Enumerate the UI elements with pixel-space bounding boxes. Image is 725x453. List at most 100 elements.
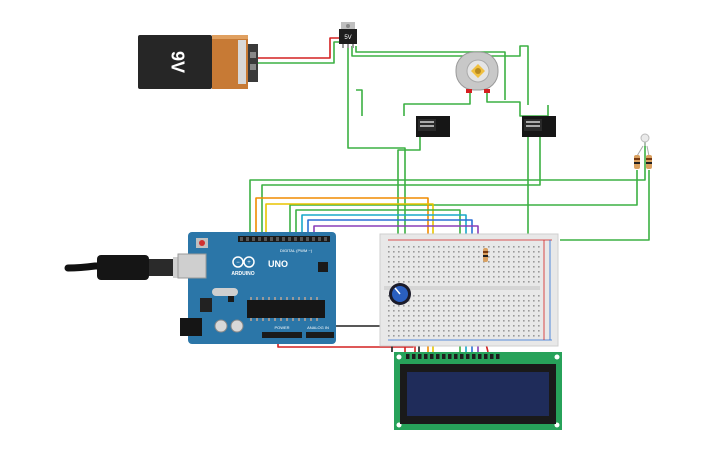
atmega-pins xyxy=(250,297,318,321)
lcd-pin xyxy=(478,354,482,359)
breadboard-hole xyxy=(498,305,500,307)
breadboard-hole xyxy=(528,305,530,307)
breadboard-hole xyxy=(488,330,490,332)
breadboard-hole xyxy=(533,281,535,283)
breadboard-hole xyxy=(538,305,540,307)
breadboard-hole xyxy=(518,246,520,248)
breadboard-hole xyxy=(418,295,420,297)
breadboard-hole xyxy=(538,320,540,322)
breadboard-hole xyxy=(393,266,395,268)
breadboard-hole xyxy=(488,261,490,263)
breadboard-hole xyxy=(398,281,400,283)
breadboard-hole xyxy=(508,330,510,332)
breadboard-hole xyxy=(503,266,505,268)
breadboard-hole xyxy=(518,305,520,307)
breadboard-hole xyxy=(418,271,420,273)
breadboard-hole xyxy=(498,256,500,258)
breadboard-hole xyxy=(418,266,420,268)
breadboard-hole xyxy=(533,246,535,248)
breadboard-hole xyxy=(458,261,460,263)
battery[interactable]: 9V xyxy=(138,35,258,89)
breadboard-hole xyxy=(438,315,440,317)
breadboard-hole xyxy=(508,320,510,322)
breadboard-hole xyxy=(463,276,465,278)
breadboard-hole xyxy=(478,271,480,273)
breadboard-hole xyxy=(413,310,415,312)
wire-led-2 xyxy=(560,170,650,241)
svg-text:+: + xyxy=(247,260,251,266)
wire-battery-black xyxy=(258,41,340,64)
breadboard-hole xyxy=(393,315,395,317)
breadboard-hole xyxy=(428,320,430,322)
breadboard-hole xyxy=(513,256,515,258)
breadboard-hole xyxy=(468,335,470,337)
breadboard-hole xyxy=(413,276,415,278)
breadboard-hole xyxy=(523,325,525,327)
breadboard-hole xyxy=(503,281,505,283)
breadboard-hole xyxy=(428,281,430,283)
breadboard-hole xyxy=(538,300,540,302)
breadboard-hole xyxy=(418,276,420,278)
breadboard-hole xyxy=(438,271,440,273)
breadboard-hole xyxy=(428,315,430,317)
breadboard-hole xyxy=(458,335,460,337)
voltage-regulator[interactable]: 5V xyxy=(339,22,357,48)
breadboard-hole xyxy=(538,315,540,317)
breadboard-hole xyxy=(463,325,465,327)
relay-1[interactable] xyxy=(416,116,450,137)
breadboard-hole xyxy=(538,266,540,268)
breadboard-hole xyxy=(443,266,445,268)
digital-label: DIGITAL (PWM ~) xyxy=(280,248,313,253)
breadboard-hole xyxy=(503,325,505,327)
breadboard-hole xyxy=(538,325,540,327)
breadboard-hole xyxy=(478,325,480,327)
potentiometer[interactable] xyxy=(389,283,411,305)
lcd-display[interactable] xyxy=(394,352,562,430)
breadboard-hole xyxy=(413,335,415,337)
wire-reg-out-1 xyxy=(347,46,406,240)
breadboard-hole xyxy=(483,276,485,278)
breadboard-hole xyxy=(528,335,530,337)
breadboard-hole xyxy=(483,246,485,248)
breadboard-resistor[interactable] xyxy=(483,248,488,262)
breadboard-hole xyxy=(518,276,520,278)
breadboard-hole xyxy=(483,271,485,273)
breadboard-hole xyxy=(443,325,445,327)
led-resistors[interactable] xyxy=(634,133,652,169)
breadboard-hole xyxy=(443,315,445,317)
breadboard-hole xyxy=(428,276,430,278)
breadboard-hole xyxy=(478,315,480,317)
lcd-pin xyxy=(406,354,410,359)
breadboard-hole xyxy=(463,335,465,337)
breadboard-hole xyxy=(433,261,435,263)
breadboard-hole xyxy=(503,305,505,307)
breadboard-hole xyxy=(463,256,465,258)
breadboard-hole xyxy=(478,300,480,302)
breadboard-hole xyxy=(413,281,415,283)
breadboard-hole xyxy=(478,246,480,248)
arduino-uno[interactable]: DIGITAL (PWM ~) − + ARDUINO UNO xyxy=(177,232,336,344)
dc-motor[interactable] xyxy=(455,51,499,93)
breadboard-hole xyxy=(428,310,430,312)
breadboard-hole xyxy=(523,300,525,302)
breadboard-hole xyxy=(423,276,425,278)
power-label: POWER xyxy=(274,325,289,330)
breadboard-hole xyxy=(523,261,525,263)
breadboard-hole xyxy=(468,315,470,317)
breadboard-hole xyxy=(473,281,475,283)
breadboard-hole xyxy=(453,335,455,337)
breadboard-hole xyxy=(463,271,465,273)
breadboard-hole xyxy=(448,300,450,302)
breadboard-hole xyxy=(473,325,475,327)
breadboard-hole xyxy=(508,300,510,302)
breadboard-hole xyxy=(478,276,480,278)
lcd-pin xyxy=(460,354,464,359)
breadboard-hole xyxy=(483,330,485,332)
relay-2[interactable] xyxy=(522,116,556,137)
breadboard-hole xyxy=(418,256,420,258)
breadboard-hole xyxy=(443,320,445,322)
breadboard-hole xyxy=(528,271,530,273)
breadboard-hole xyxy=(423,266,425,268)
breadboard-hole xyxy=(498,295,500,297)
breadboard-hole xyxy=(498,276,500,278)
